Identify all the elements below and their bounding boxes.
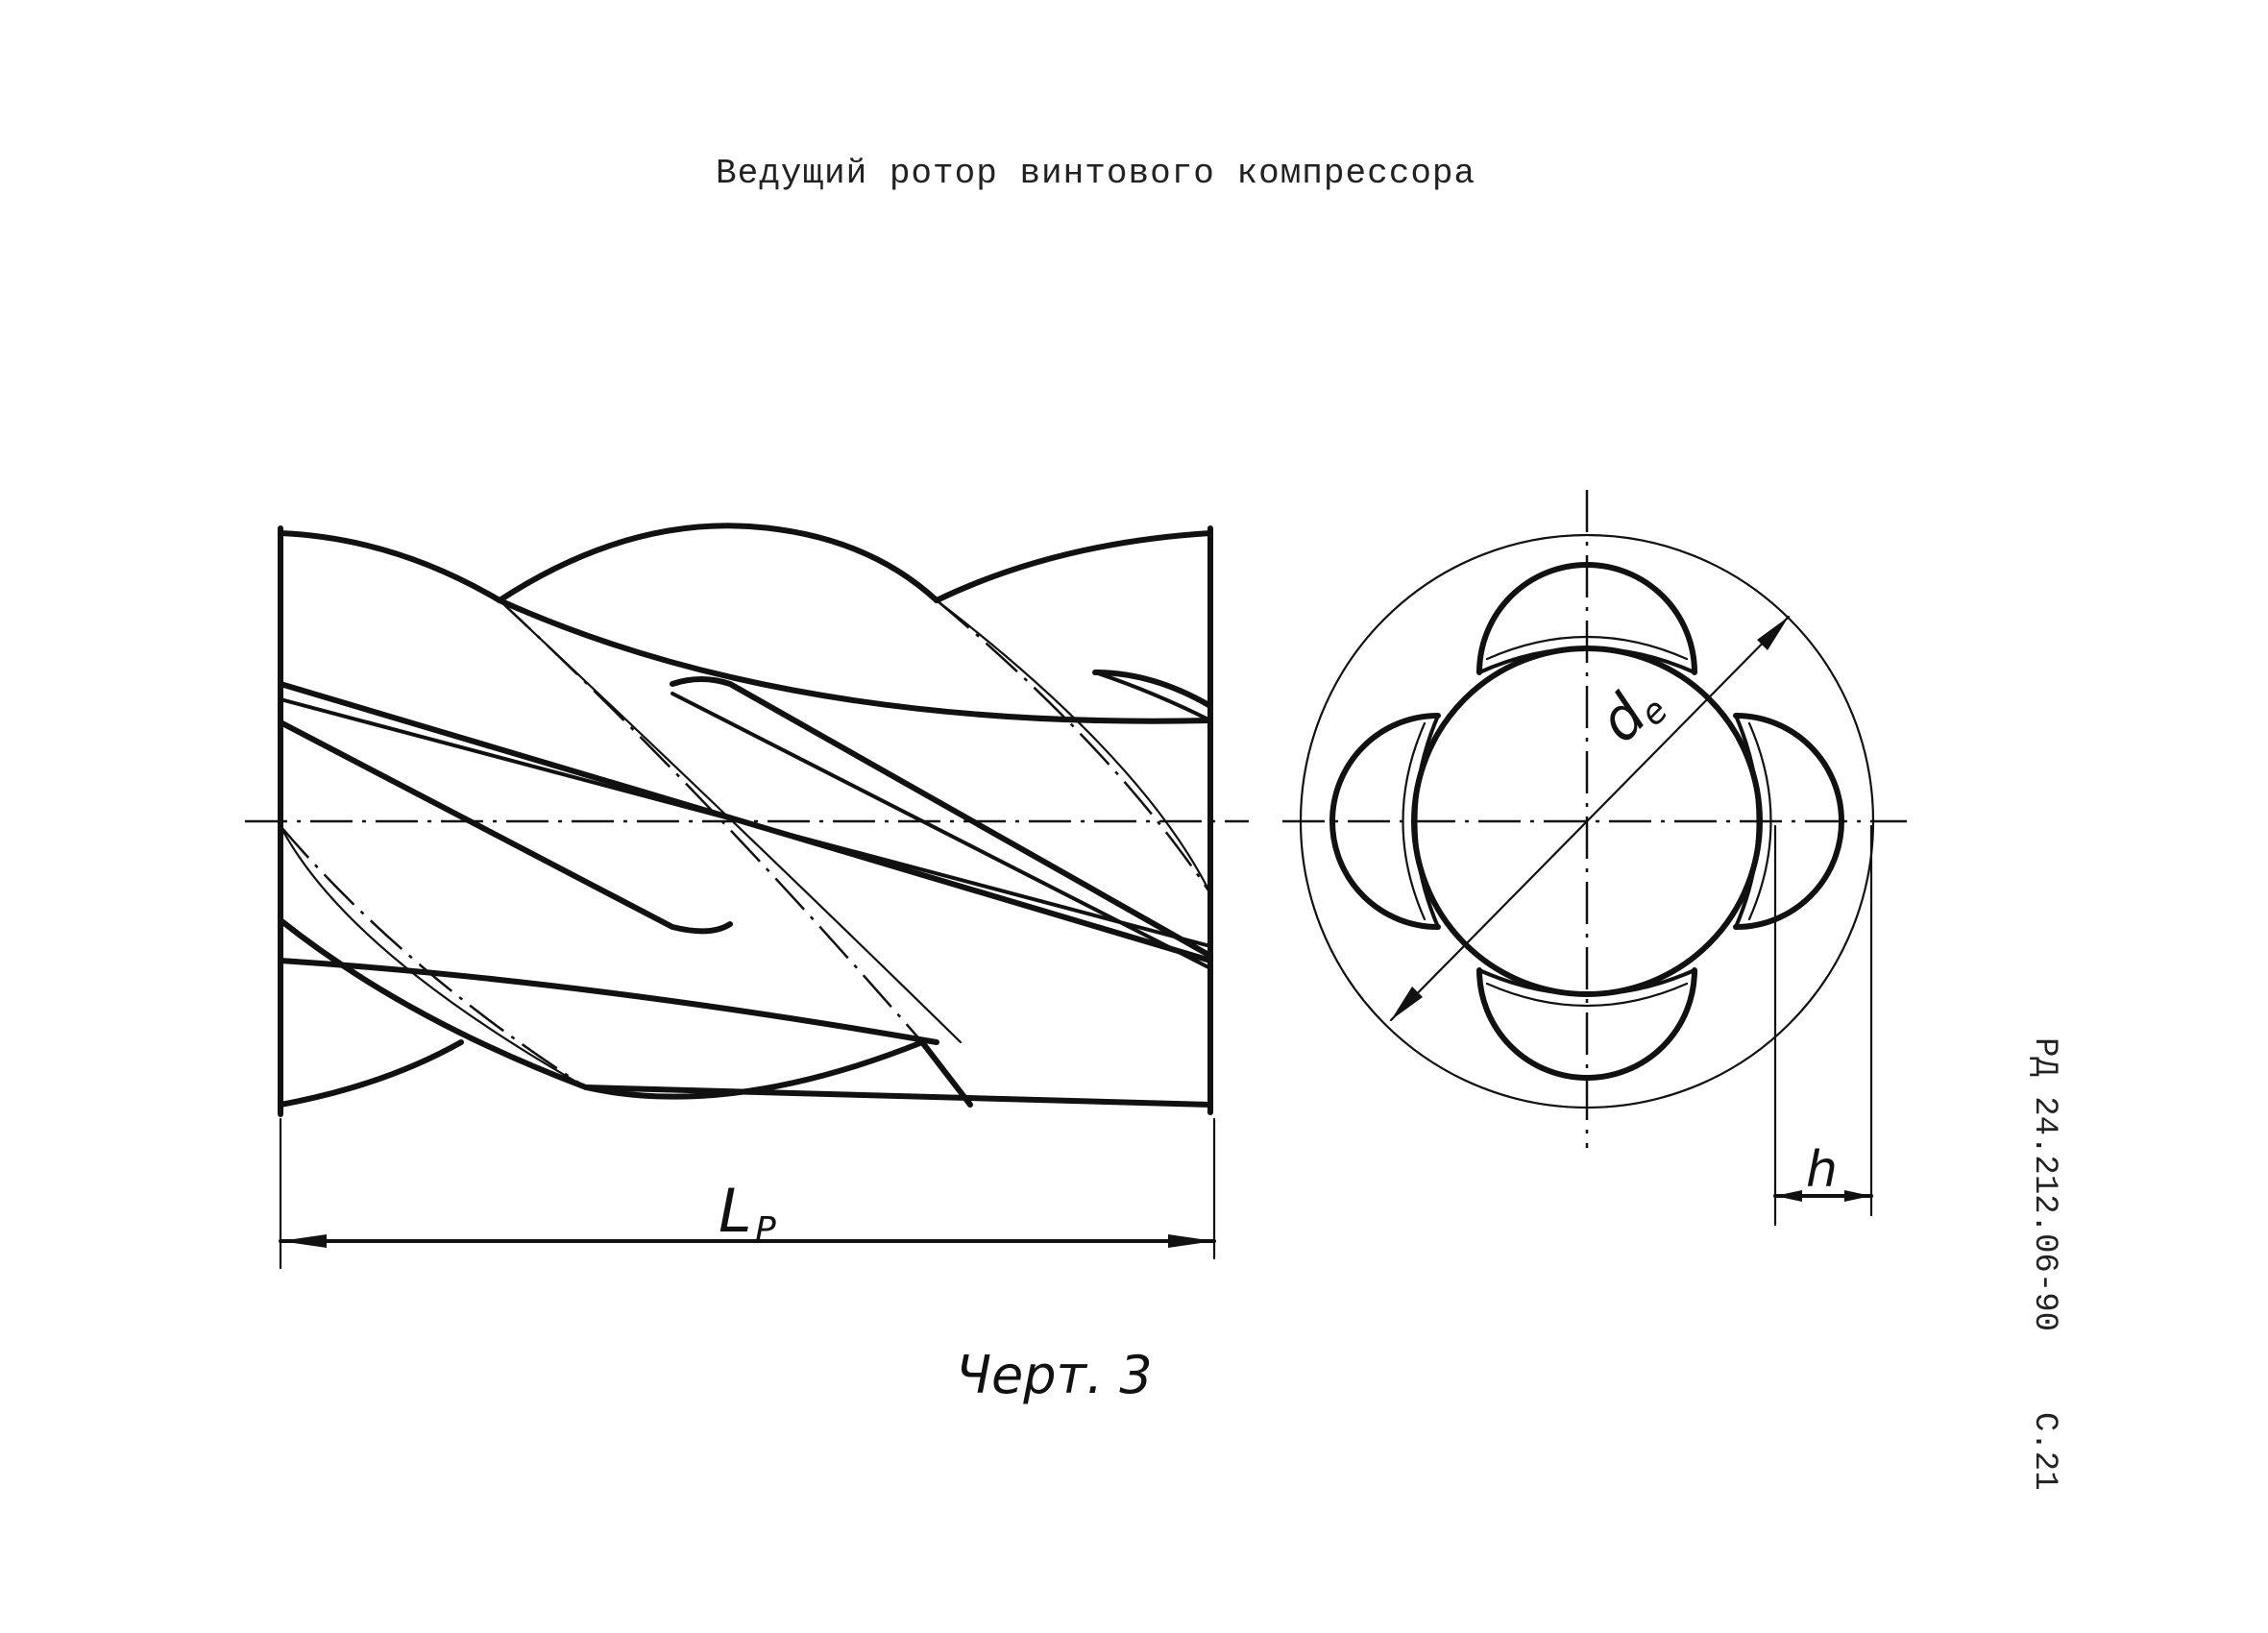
helix-line-1 [497,597,1213,724]
helix-right-tip [1092,670,1213,709]
document-number: РД 24.212.06-90 [2026,1037,2062,1331]
helix-line-2b [279,697,1212,948]
length-arrow-right [1168,1234,1214,1248]
page-number: С.21 [2026,1412,2062,1491]
pitch-line-1 [499,599,923,1043]
height-arrow-left [1775,1190,1802,1202]
margin-document-number: РД 24.212.06-90 [2026,1037,2062,1331]
drawing-title: Ведущий ротор винтового компрессора [716,154,1476,193]
helix-line-3 [278,719,733,935]
diameter-arrow-upper [1757,617,1789,650]
height-label: h [1806,1141,1838,1199]
contour-curve-2 [935,598,1212,895]
fillet-bottom-outer [1485,982,1689,1007]
rotor-bottom-edge [583,1085,1213,1108]
margin-page-number: С.21 [2026,1412,2062,1491]
helix-right-tip-inner [1093,670,1212,722]
diameter-arrow-lower [1391,987,1423,1020]
pitch-line-2 [936,599,1212,894]
helix-line-4 [278,917,589,1090]
lobe-top-right-arc [934,530,1213,603]
pitch-line-3 [280,825,587,1089]
contour-curve-3 [279,824,588,1089]
helix-top-left-edge [278,530,502,603]
figure-label: Черт. 3 [956,1345,1153,1405]
lobe-bottom-right-join [919,1039,973,1108]
helix-groove-top [670,676,1213,959]
lobe-top-arc [497,523,939,603]
lobe-left [1329,713,1441,930]
length-label-subscript: P [755,1210,776,1250]
fillet-bottom [1477,968,1696,996]
length-arrow-left [280,1234,327,1248]
helix-line-5 [278,958,939,1045]
length-label: L [719,1176,752,1246]
diameter-dimension-line [1389,615,1791,1022]
lobe-bottom-left-arc [278,1039,464,1108]
rotor-end-view: d e h [1282,490,1907,1227]
height-arrow-right [1844,1190,1871,1202]
rotor-side-view: L P [245,523,1249,1270]
helix-groove-bottom [671,692,1212,970]
